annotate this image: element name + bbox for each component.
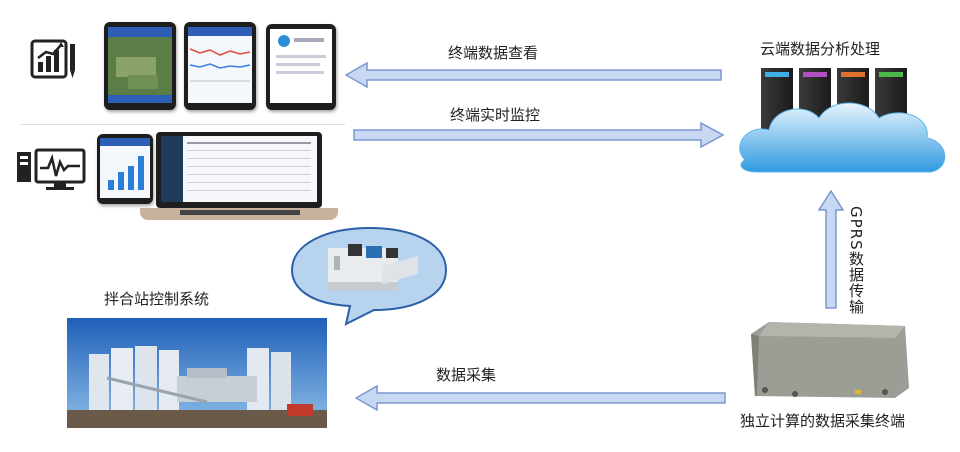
phone-list-device	[266, 24, 336, 110]
data-collection-label: 数据采集	[436, 366, 497, 384]
plant-control-label: 拌合站控制系统	[104, 290, 210, 308]
arrow-left-collection	[355, 385, 726, 411]
collector-terminal-image	[745, 318, 915, 404]
tablet-bar-device	[97, 134, 153, 204]
cloud-server-image	[735, 60, 955, 180]
mixing-plant-photo	[67, 318, 327, 428]
section-divider	[20, 124, 345, 125]
collector-terminal-label: 独立计算的数据采集终端	[740, 412, 906, 430]
laptop-device	[140, 132, 340, 222]
terminal-monitor-label: 终端实时监控	[450, 106, 541, 124]
arrow-right-monitor	[353, 122, 725, 148]
control-console-bubble	[290, 226, 448, 326]
monitor-wave-icon	[16, 148, 86, 192]
arrow-up-gprs	[818, 190, 844, 309]
gprs-transfer-label: GPRS数据传输	[847, 206, 865, 315]
cloud-processing-label: 云端数据分析处理	[760, 40, 881, 58]
tablet-chart-icon	[30, 38, 80, 82]
phone-chart-device	[184, 22, 256, 110]
terminal-view-label: 终端数据查看	[448, 44, 539, 62]
arrow-left-view	[345, 62, 722, 88]
tablet-map-device	[104, 22, 176, 110]
